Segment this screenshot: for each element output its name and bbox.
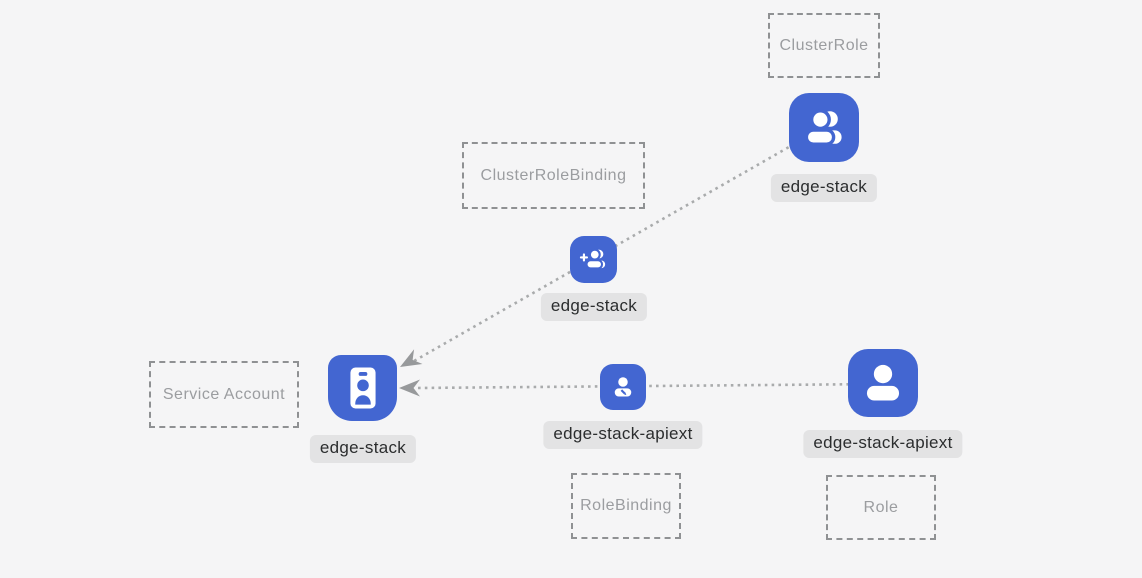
- type-box-role: Role: [826, 475, 936, 540]
- type-box-clusterrolebinding: ClusterRoleBinding: [462, 142, 645, 209]
- type-box-label: ClusterRole: [779, 36, 869, 54]
- node-label-clusterrole: edge-stack: [770, 174, 878, 202]
- type-box-label: Service Account: [162, 385, 286, 403]
- people-icon: [804, 108, 842, 146]
- clusterrolebinding-node: [570, 236, 617, 283]
- node-label-role: edge-stack-apiext: [803, 430, 963, 458]
- type-box-label: ClusterRoleBinding: [480, 166, 627, 184]
- edge-role-to-serviceaccount: [416, 382, 884, 390]
- rolebinding-node: [600, 364, 646, 410]
- type-box-service-account: Service Account: [149, 361, 299, 428]
- type-box-rolebinding: RoleBinding: [571, 473, 681, 539]
- person-edit-icon: [614, 377, 632, 397]
- person-add-icon: [579, 248, 606, 270]
- node-label-service-account: edge-stack: [309, 435, 417, 463]
- type-box-label: Role: [863, 498, 899, 516]
- type-box-label: RoleBinding: [580, 497, 672, 514]
- arrowhead-icon: [399, 379, 420, 397]
- arrowhead-icon: [400, 349, 423, 367]
- id-badge-icon: [349, 367, 376, 409]
- clusterrole-node: [789, 93, 859, 162]
- person-icon: [866, 364, 900, 401]
- node-label-clusterrolebinding: edge-stack: [540, 293, 648, 321]
- service-account-node: [328, 355, 397, 421]
- role-node: [848, 349, 918, 417]
- node-label-rolebinding: edge-stack-apiext: [543, 421, 703, 449]
- type-box-clusterrole: ClusterRole: [768, 13, 880, 78]
